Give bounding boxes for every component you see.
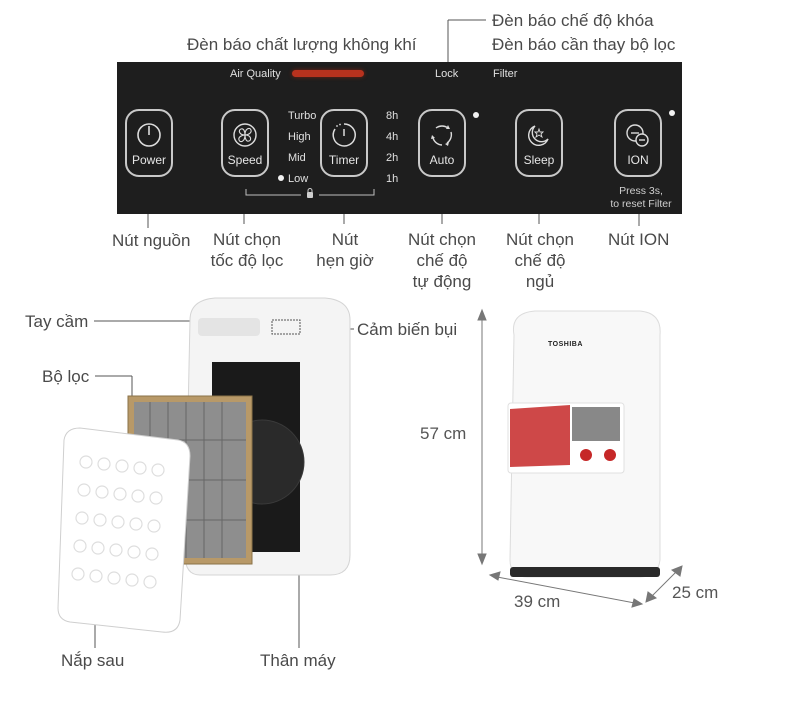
- fan-icon: [233, 123, 257, 147]
- callout-timer-line1: Nút: [331, 230, 359, 249]
- sticker-photo: [572, 407, 620, 441]
- power-button[interactable]: Power: [125, 109, 173, 177]
- auto-indicator: [473, 112, 479, 118]
- power-icon: [137, 123, 161, 147]
- power-button-label: Power: [131, 153, 166, 167]
- air-quality-indicator: [292, 70, 364, 77]
- sleep-moon-icon: [528, 125, 549, 146]
- exploded-view: [57, 297, 351, 633]
- product-base: [510, 567, 660, 577]
- callout-dust-sensor: Cảm biến bụi: [357, 320, 458, 339]
- ion-button-label: ION: [627, 153, 649, 167]
- product-front-view: [507, 310, 661, 578]
- dimension-height: 57 cm: [420, 424, 467, 443]
- sticker-red-panel: [510, 405, 570, 467]
- timer-level-1h: 1h: [386, 173, 399, 185]
- speed-level-low-indicator: [278, 175, 284, 181]
- callout-timer-button: Nút hẹn giờ: [310, 229, 380, 271]
- lock-bracket: [245, 188, 375, 198]
- callout-air-quality-light: Đèn báo chất lượng không khí: [187, 35, 417, 54]
- dimension-depth: 25 cm: [672, 583, 719, 602]
- sticker-badge-2: [604, 449, 616, 461]
- callout-sleep-line1: Nút chọn: [505, 230, 575, 249]
- timer-icon: [332, 123, 356, 147]
- speed-button-label: Speed: [227, 153, 263, 167]
- callout-ion-button: Nút ION: [608, 230, 670, 249]
- callout-filter-light: Đèn báo cần thay bộ lọc: [492, 35, 676, 54]
- control-panel: Air Quality Lock Filter Power Speed Turb…: [117, 62, 682, 214]
- dust-sensor-grid: [271, 319, 301, 335]
- callout-auto-line1: Nút chọn: [407, 230, 477, 249]
- sticker-badge-1: [580, 449, 592, 461]
- ion-indicator: [669, 110, 675, 116]
- timer-button-label: Timer: [328, 153, 360, 167]
- callout-timer-line2: hẹn giờ: [316, 251, 374, 270]
- ion-note-line1: Press 3s,: [619, 185, 663, 197]
- ion-note-line2: to reset Filter: [610, 198, 672, 210]
- speed-level-turbo: Turbo: [288, 110, 317, 122]
- timer-level-8h: 8h: [386, 110, 399, 122]
- sleep-button[interactable]: Sleep: [515, 109, 563, 177]
- callout-auto-line2: chế độ: [416, 251, 468, 270]
- back-cover: [57, 427, 191, 633]
- callout-auto-line3: tự động: [412, 272, 472, 291]
- filter-label: Filter: [493, 68, 518, 80]
- speed-level-high: High: [288, 131, 311, 143]
- brand-logo: TOSHIBA: [548, 341, 583, 348]
- callout-speed-line1: Nút chọn: [212, 230, 282, 249]
- callout-power-button: Nút nguồn: [112, 231, 191, 250]
- ion-button[interactable]: ION: [614, 109, 662, 177]
- ion-minus-icon: [626, 124, 649, 147]
- speed-button[interactable]: Speed: [221, 109, 269, 177]
- sleep-button-label: Sleep: [523, 153, 555, 167]
- callout-sleep-line2: chế độ: [514, 251, 566, 270]
- callout-filter: Bộ lọc: [42, 367, 90, 386]
- callout-back-cover: Nắp sau: [61, 651, 125, 670]
- callout-sleep-line3: ngủ: [525, 272, 555, 291]
- callout-handle: Tay cầm: [25, 312, 89, 331]
- callout-speed-line2: tốc độ lọc: [210, 251, 284, 270]
- auto-cycle-icon: [431, 125, 453, 146]
- timer-button[interactable]: Timer: [320, 109, 368, 177]
- lock-label: Lock: [435, 68, 459, 80]
- timer-level-2h: 2h: [386, 152, 399, 164]
- timer-level-4h: 4h: [386, 131, 399, 143]
- callout-auto-button: Nút chọn chế độ tự động: [404, 229, 480, 292]
- callout-speed-button: Nút chọn tốc độ lọc: [204, 229, 290, 271]
- auto-button[interactable]: Auto: [418, 109, 466, 177]
- auto-button-label: Auto: [429, 153, 455, 167]
- air-quality-label: Air Quality: [230, 68, 281, 80]
- speed-level-mid: Mid: [288, 152, 306, 164]
- handle-slot: [198, 318, 260, 336]
- dimension-width: 39 cm: [514, 592, 561, 611]
- callout-lock-light: Đèn báo chế độ khóa: [492, 11, 654, 30]
- callout-body: Thân máy: [260, 651, 336, 670]
- speed-level-low: Low: [288, 173, 309, 185]
- callout-sleep-button: Nút chọn chế độ ngủ: [502, 229, 578, 292]
